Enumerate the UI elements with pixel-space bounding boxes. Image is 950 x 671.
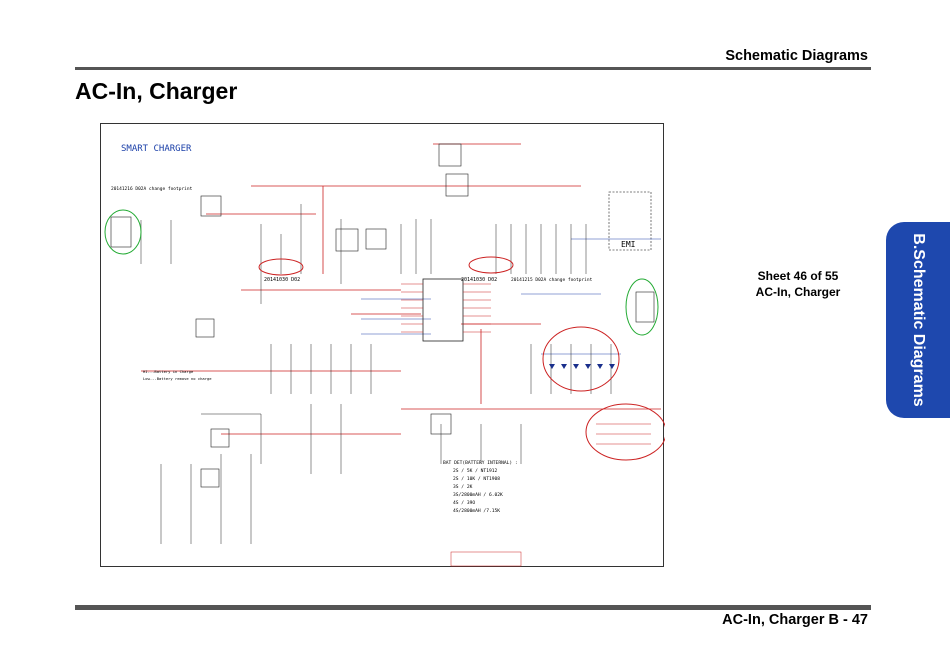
schematic-diagram: SMART CHARGER 20141216 D02A change footp…: [100, 123, 665, 567]
bat-det-title: BAT DET(BATTERY INTERNAL) :: [443, 460, 518, 466]
bat-det-line-1: 2S / 5K / NT1912: [453, 468, 497, 474]
ac-in-connector: [110, 216, 132, 248]
footer-text: AC-In, Charger B - 47: [722, 612, 868, 628]
bat-det-line-4: 3S/2800mAH / 6.02K: [453, 492, 503, 498]
highlight-red-bat: [585, 403, 665, 461]
sheet-number: Sheet 46 of 55: [757, 269, 839, 283]
bat-det-line-2: 2S / 10K / NT1908: [453, 476, 500, 482]
footprint-note-left: 20141216 D02A change footprint: [111, 186, 193, 192]
battery-connector: [635, 291, 655, 323]
rev-note-mid: 20141030 D02: [461, 277, 497, 283]
header-rule: [75, 67, 871, 70]
emi-label: EMI: [621, 240, 636, 249]
side-tab-label: B.Schematic Diagrams: [910, 233, 927, 407]
charger-note-hi: HI---Battery in Charge: [143, 369, 194, 374]
bat-det-line-6: 4S/2800mAH /7.15K: [453, 508, 500, 514]
smart-charger-title: SMART CHARGER: [121, 144, 192, 154]
bat-det-line-3: 3S / 2K: [453, 484, 473, 490]
charger-ic: [422, 278, 464, 342]
mosfet-group-top: [195, 143, 469, 488]
highlight-green-left: [104, 209, 142, 255]
black-wires: [140, 204, 612, 544]
bat-signal-lines: [596, 423, 651, 445]
footprint-note-right: 20141215 D02A change footprint: [511, 277, 593, 283]
rev-note-left: 20141030 D02: [264, 277, 300, 283]
sheet-name: AC-In, Charger: [755, 285, 841, 299]
bat-det-line-5: 4S / 39O: [453, 500, 475, 506]
emi-box: [608, 191, 652, 251]
side-tab: B.Schematic Diagrams: [886, 222, 950, 418]
footer-rule: [75, 605, 871, 610]
page-title: AC-In, Charger: [75, 78, 238, 104]
blue-wires: [361, 238, 661, 355]
net-summary-box: [450, 551, 522, 567]
diode-array: [549, 364, 615, 369]
highlight-red-diodes: [542, 326, 620, 392]
schematic-drawing: SMART CHARGER 20141216 D02A change footp…: [104, 143, 665, 567]
section-header: Schematic Diagrams: [725, 48, 868, 64]
highlight-red-mid: [468, 256, 514, 274]
sheet-note: Sheet 46 of 55 AC-In, Charger: [740, 268, 856, 300]
highlight-red-left: [258, 258, 304, 276]
charger-note-low: Low---Battery remove no charge: [143, 376, 212, 381]
highlight-green-right: [625, 278, 659, 336]
ic-pin-lines: [401, 283, 491, 333]
